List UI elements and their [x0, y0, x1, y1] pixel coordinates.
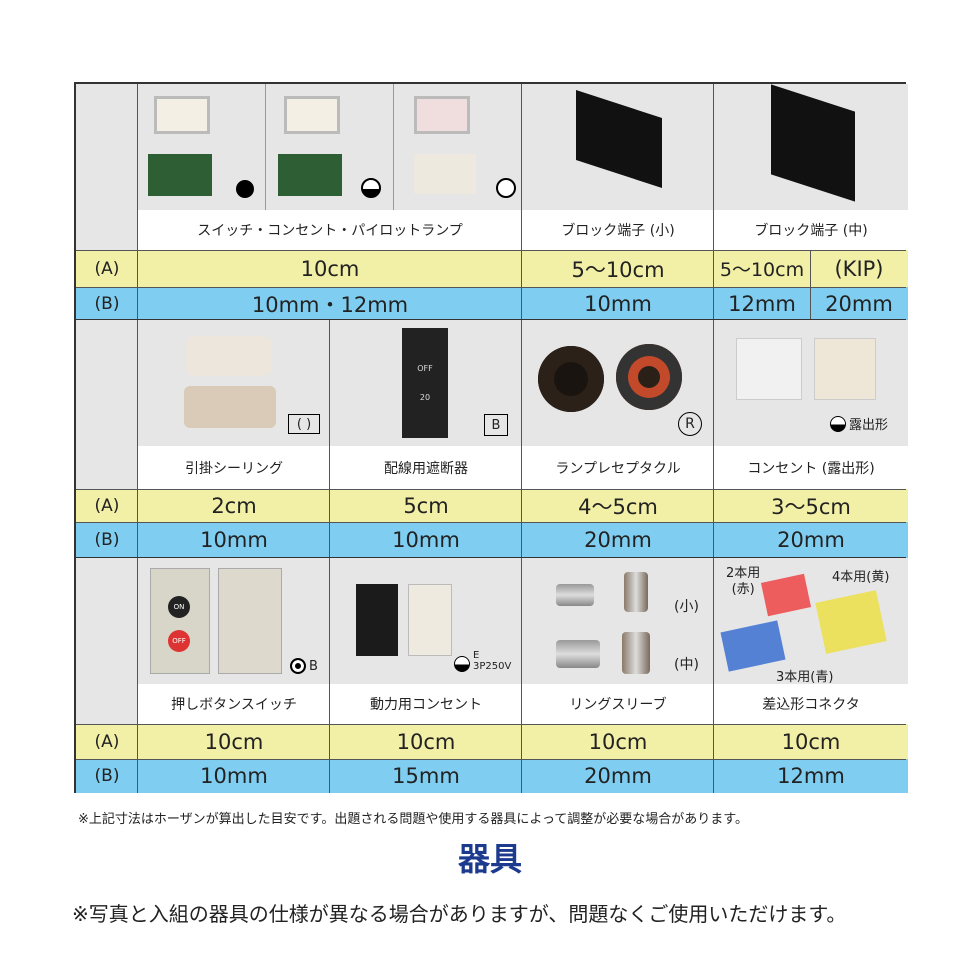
b-push-button: 10mm [138, 759, 330, 793]
a-exposed-outlet: 3～5cm [714, 489, 908, 522]
caption-lamp-receptacle: ランプレセプタクル [522, 446, 714, 489]
exposed-outlet-symbol: 露出形 [830, 414, 888, 433]
dimension-note: ※上記寸法はホーザンが算出した目安です。出題される問題や使用する器具によって調整… [78, 812, 748, 827]
fixtures-table: (A) (B) スイッチ・コンセント・パイロットランプ 10cm 10mm・12… [74, 82, 908, 793]
ceiling-rosette-open-image [184, 386, 276, 428]
b-terminal-block-medium: 12mm [714, 287, 810, 320]
footer-note: ※写真と入組の器具の仕様が異なる場合がありますが、問題なくご使用いただけます。 [72, 902, 847, 926]
caption-exposed-outlet: コンセント (露出形) [714, 446, 908, 489]
a-breaker: 5cm [330, 489, 522, 522]
caption-push-button: 押しボタンスイッチ [138, 684, 330, 724]
outlet-image [284, 96, 340, 134]
page-title: 器具 [457, 840, 522, 878]
power-outlet-back-image [408, 584, 452, 656]
two-label: 2本用(赤) [726, 566, 760, 597]
row-label-a: (A) [76, 489, 138, 522]
ring-sleeve-small-image [556, 584, 594, 606]
lamp-receptacle-open-image [616, 344, 682, 410]
b-lamp-receptacle: 20mm [522, 522, 714, 558]
exposed-label: 露出形 [849, 418, 889, 433]
outlet-symbol-icon [830, 415, 846, 432]
lamp-receptacle-symbol-icon: R [678, 412, 702, 436]
b-switch-outlet-lamp: 10mm・12mm [138, 287, 522, 320]
b-terminal-block-medium-kip: 20mm [810, 287, 908, 320]
power-outlet-image [356, 584, 398, 656]
push-button-symbol: B [290, 658, 318, 674]
b-exposed-outlet: 20mm [714, 522, 908, 558]
a-push-button: 10cm [138, 724, 330, 759]
earth-label: E [473, 650, 480, 661]
caption-ring-sleeve: リングスリーブ [522, 684, 714, 724]
lamp-receptacle-image [538, 346, 604, 412]
on-button-icon: ON [168, 596, 190, 618]
push-button-image [150, 568, 210, 674]
three-label: 3本用(青) [776, 670, 834, 685]
ring-sleeve-small-upright-image [624, 572, 648, 612]
breaker-off-text: OFF [417, 364, 433, 373]
medium-label: (中) [674, 657, 699, 673]
a-terminal-block-medium: 5～10cm [714, 250, 810, 287]
row-label-a: (A) [76, 250, 138, 287]
push-button-symbol-icon [290, 658, 306, 674]
ring-sleeve-medium-upright-image [622, 632, 650, 674]
rating-label: 3P250V [473, 661, 512, 672]
ring-sleeve-medium-image [556, 640, 600, 668]
small-label: (小) [674, 599, 699, 615]
label-col-blank [76, 558, 138, 724]
a-power-outlet: 10cm [330, 724, 522, 759]
caption-terminal-block-small: ブロック端子 (小) [522, 210, 714, 250]
ceiling-rosette-symbol-icon: ( ) [288, 414, 320, 434]
photo-ring-sleeve [522, 558, 714, 684]
row-label-b: (B) [76, 287, 138, 320]
caption-ceiling-rosette: 引掛シーリング [138, 446, 330, 489]
exposed-outlet-image [736, 338, 802, 400]
breaker-symbol-icon: B [484, 414, 508, 436]
a-lamp-receptacle: 4～5cm [522, 489, 714, 522]
label-col-blank [76, 84, 138, 250]
exposed-outlet-open-image [814, 338, 876, 400]
row-label-a: (A) [76, 724, 138, 759]
switch-symbol-icon [236, 180, 254, 198]
push-button-open-image [218, 568, 282, 674]
switch-image [154, 96, 210, 134]
a-ceiling-rosette: 2cm [138, 489, 330, 522]
off-button-icon: OFF [168, 630, 190, 652]
caption-switch-outlet-lamp: スイッチ・コンセント・パイロットランプ [138, 210, 522, 250]
outlet-symbol-icon [454, 656, 470, 672]
label-col-blank [76, 320, 138, 489]
a-terminal-block-medium-kip: (KIP) [810, 250, 908, 287]
pilot-lamp-back-image [414, 154, 476, 194]
caption-power-outlet: 動力用コンセント [330, 684, 522, 724]
caption-push-connector: 差込形コネクタ [714, 684, 908, 724]
breaker-image: OFF 20 [402, 328, 448, 438]
switch-back-image [148, 154, 212, 196]
a-terminal-block-small: 5～10cm [522, 250, 714, 287]
outlet-back-image [278, 154, 342, 196]
b-push-connector: 12mm [714, 759, 908, 793]
pilot-lamp-image [414, 96, 470, 134]
four-label: 4本用(黄) [832, 570, 890, 585]
row-label-b: (B) [76, 522, 138, 558]
b-ring-sleeve: 20mm [522, 759, 714, 793]
b-power-outlet: 15mm [330, 759, 522, 793]
breaker-rating-text: 20 [419, 393, 431, 402]
a-switch-outlet-lamp: 10cm [138, 250, 522, 287]
outlet-symbol-icon [361, 178, 381, 198]
b-terminal-block-small: 10mm [522, 287, 714, 320]
caption-terminal-block-medium: ブロック端子 (中) [714, 210, 908, 250]
push-button-symbol-label: B [309, 658, 318, 674]
a-push-connector: 10cm [714, 724, 908, 759]
row-label-b: (B) [76, 759, 138, 793]
two-text: 2本用 [726, 566, 761, 581]
pilot-lamp-symbol-icon [496, 178, 516, 198]
b-breaker: 10mm [330, 522, 522, 558]
two-color-text: (赤) [731, 581, 755, 597]
ceiling-rosette-image [186, 336, 272, 376]
caption-breaker: 配線用遮断器 [330, 446, 522, 489]
a-ring-sleeve: 10cm [522, 724, 714, 759]
b-ceiling-rosette: 10mm [138, 522, 330, 558]
